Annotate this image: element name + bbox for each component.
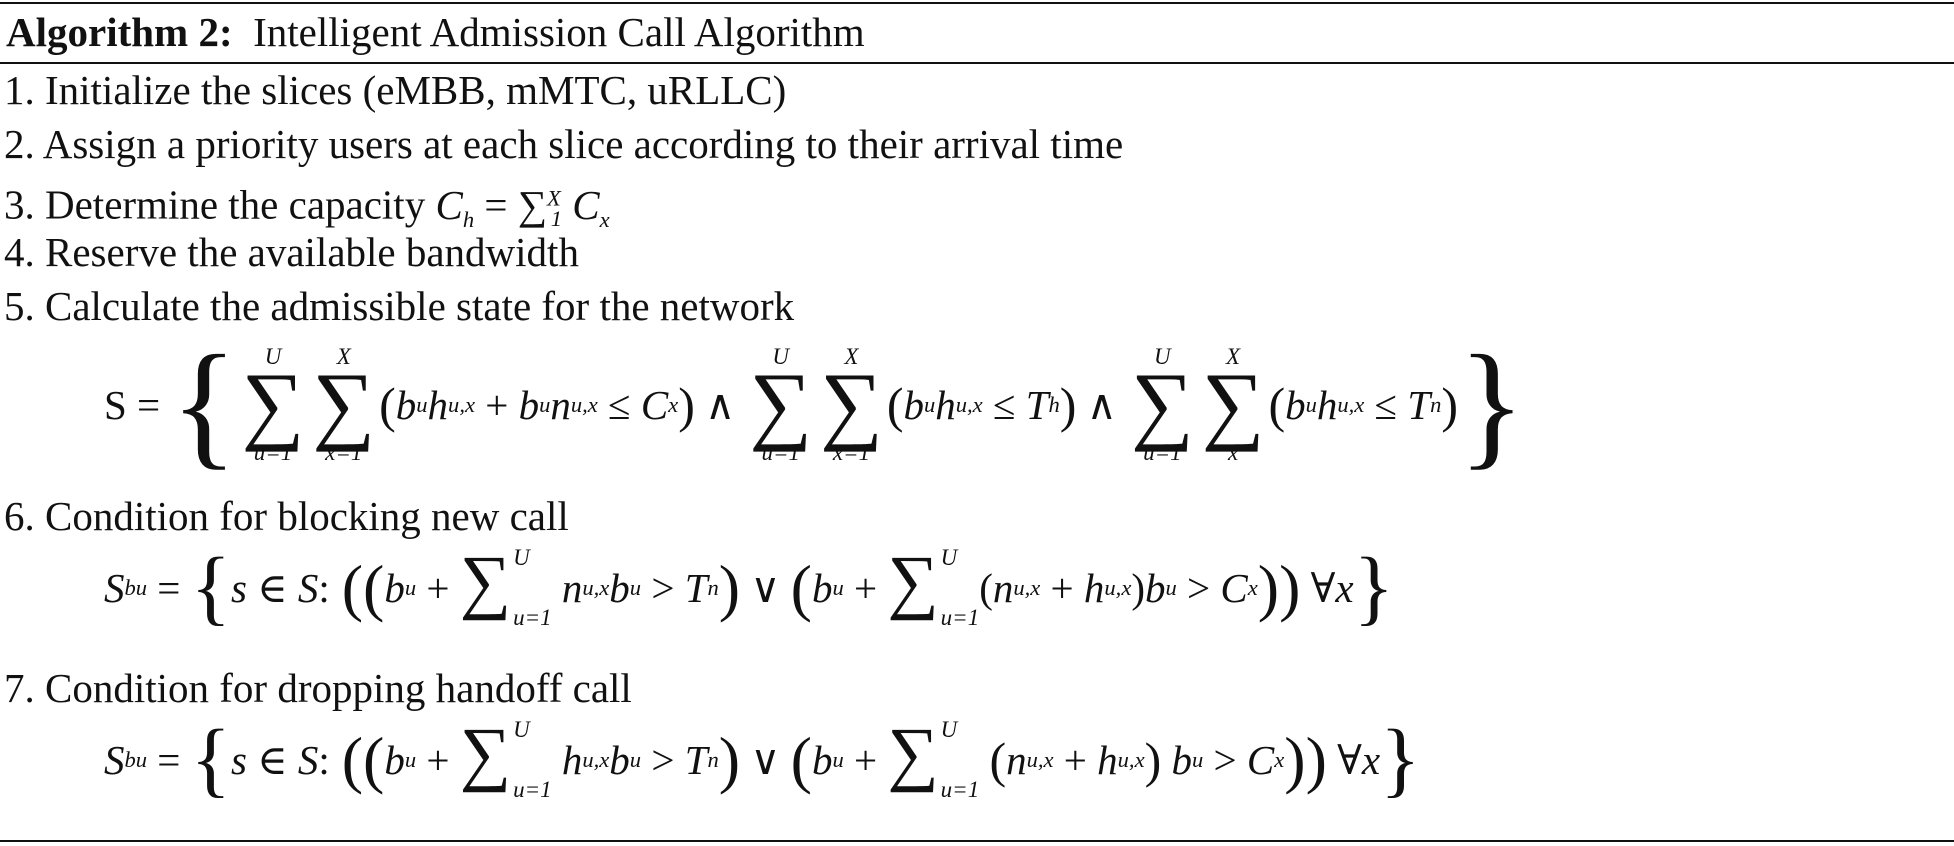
step-2: 2. Assign a priority users at each slice… xyxy=(4,120,1123,168)
step-6-text: 6. Condition for blocking new call xyxy=(4,493,569,539)
step-4: 4. Reserve the available bandwidth xyxy=(4,228,579,276)
capacity-formula: Ch = ∑X1 Cx xyxy=(435,181,610,232)
algorithm-name: Intelligent Admission Call Algorithm xyxy=(253,9,865,55)
step-7: 7. Condition for dropping handoff call xyxy=(4,664,632,712)
top-rule xyxy=(0,2,1954,4)
algorithm-label: Algorithm 2: xyxy=(6,9,233,55)
step-5: 5. Calculate the admissible state for th… xyxy=(4,282,794,330)
bottom-rule xyxy=(0,840,1954,842)
step-6: 6. Condition for blocking new call xyxy=(4,492,569,540)
header-rule xyxy=(0,62,1954,64)
step-1-text: 1. Initialize the slices (eMBB, mMTC, uR… xyxy=(4,67,787,113)
algorithm-title: Algorithm 2: Intelligent Admission Call … xyxy=(6,8,865,56)
step-3-text: 3. Determine the capacity xyxy=(4,181,426,228)
step-4-text: 4. Reserve the available bandwidth xyxy=(4,229,579,275)
step-1: 1. Initialize the slices (eMBB, mMTC, uR… xyxy=(4,66,786,114)
step-2-text: 2. Assign a priority users at each slice… xyxy=(4,121,1124,167)
step-3: 3. Determine the capacity Ch = ∑X1 Cx xyxy=(4,174,610,243)
step-7-text: 7. Condition for dropping handoff call xyxy=(4,665,632,711)
step-5-text: 5. Calculate the admissible state for th… xyxy=(4,283,795,329)
